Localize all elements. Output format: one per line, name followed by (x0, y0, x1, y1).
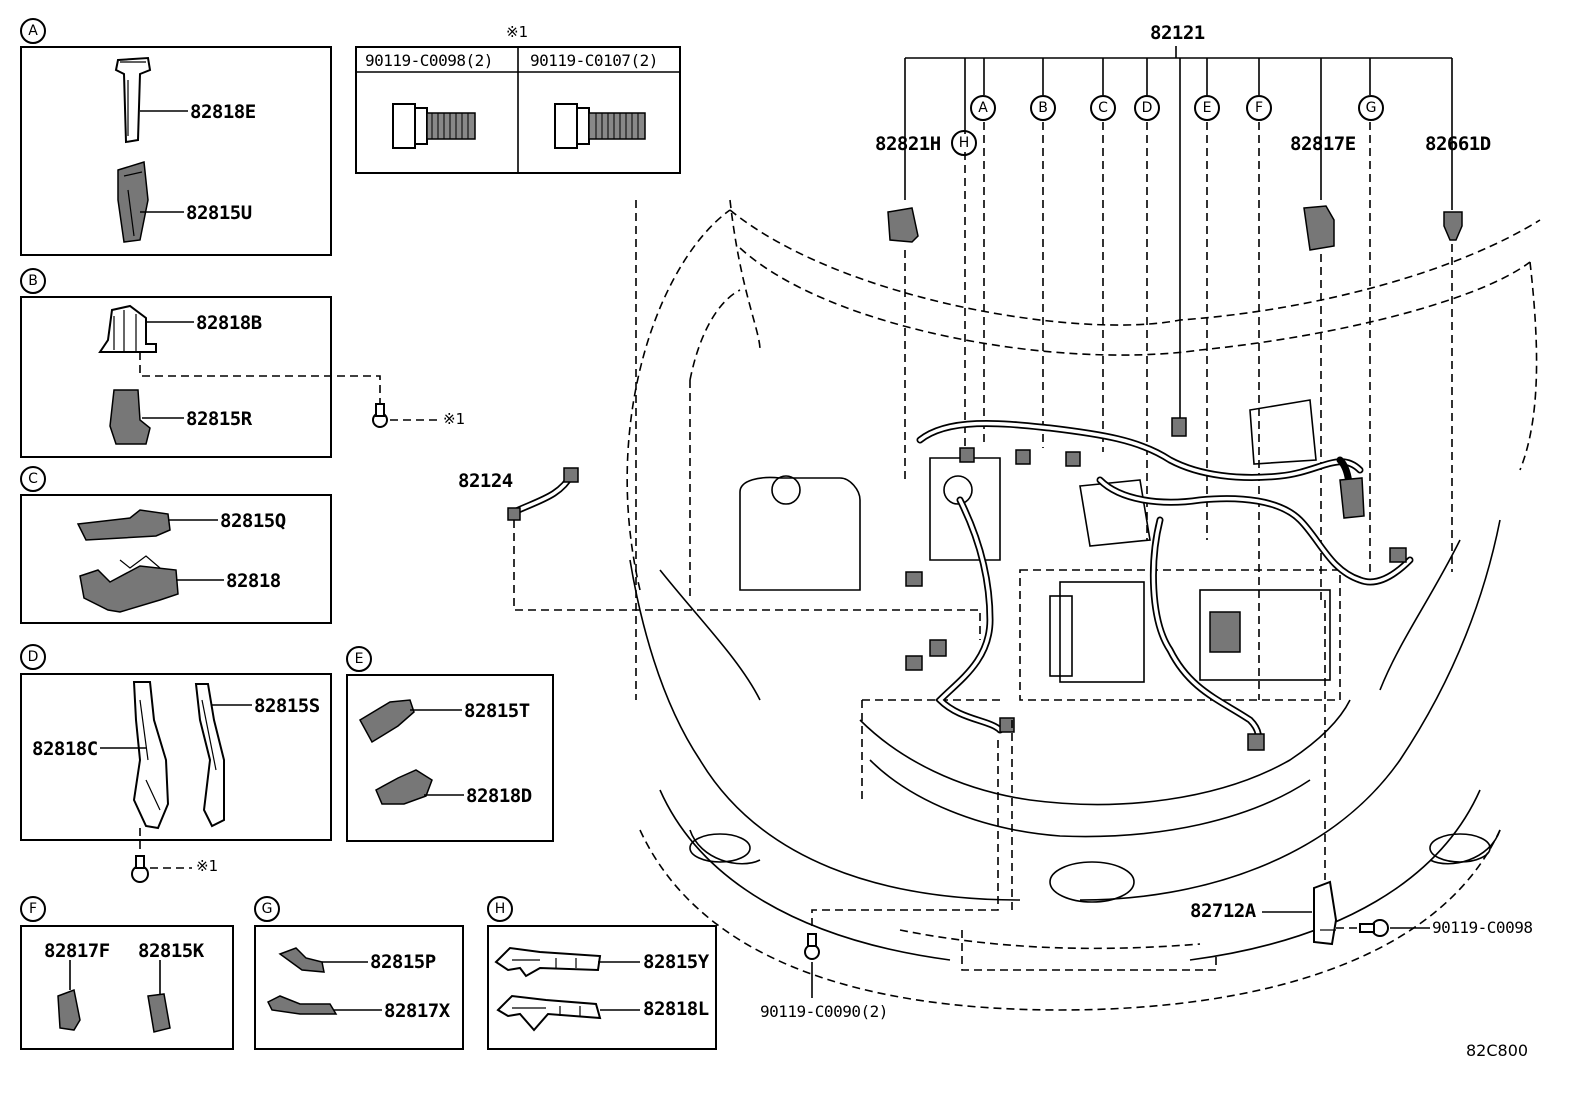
inset-g-marker: G (254, 896, 280, 922)
clamp-82815U-icon (117, 161, 149, 243)
main-marker-e: E (1194, 95, 1220, 121)
relay-82817E-icon (1303, 205, 1335, 251)
bolt-ref1-d-icon (131, 855, 149, 883)
label-82121: 82121 (1150, 22, 1205, 44)
inset-a (20, 46, 332, 256)
bracket-82712A-icon (1313, 880, 1338, 946)
clip-82817F-icon (57, 988, 81, 1031)
label-82815S: 82815S (254, 695, 320, 717)
main-marker-f: F (1246, 95, 1272, 121)
inset-b-marker: B (20, 268, 46, 294)
inset-d (20, 673, 332, 841)
label-82124: 82124 (458, 470, 513, 492)
clamp-82818D-icon (375, 769, 433, 805)
label-90119-C0090: 90119-C0090(2) (760, 1002, 888, 1021)
label-82815U: 82815U (186, 202, 252, 224)
label-82815K: 82815K (138, 940, 204, 962)
clamp-82818C-icon (132, 681, 170, 830)
inset-e-marker: E (346, 646, 372, 672)
main-marker-c: C (1090, 95, 1116, 121)
clamp-82817X-icon (266, 995, 338, 1015)
label-82815Y: 82815Y (643, 951, 709, 973)
label-82818L: 82818L (643, 998, 709, 1020)
clamp-82815T-icon (358, 699, 415, 744)
bolt-c0098-bracket-icon (1359, 919, 1389, 937)
bolt-c0098-icon (392, 103, 476, 149)
clamp-82815S-icon (194, 683, 225, 828)
label-90119-C0098: 90119-C0098 (1432, 918, 1533, 937)
inset-d-marker: D (20, 644, 46, 670)
label-82818B: 82818B (196, 312, 262, 334)
inset-f (20, 925, 234, 1050)
label-82712A: 82712A (1190, 900, 1256, 922)
clamp-82815P-icon (278, 947, 325, 973)
note-ref-1-b: ※1 (443, 410, 466, 428)
inset-h-marker: H (487, 896, 513, 922)
inset-c-marker: C (20, 466, 46, 492)
label-82815P: 82815P (370, 951, 436, 973)
label-82815Q: 82815Q (220, 510, 286, 532)
clamp-82815Q-icon (76, 509, 171, 541)
bolt-c0107-icon (554, 103, 646, 149)
label-82821H: 82821H (875, 133, 941, 155)
main-marker-h: H (951, 130, 977, 156)
bolt-table-col-2: 90119-C0107(2) (530, 51, 658, 70)
label-82817X: 82817X (384, 1000, 450, 1022)
inset-f-marker: F (20, 896, 46, 922)
clip-82815R-icon (109, 389, 151, 445)
bolt-ref1-b-icon (372, 403, 388, 428)
bracket-82818-icon (79, 555, 179, 613)
diagram-code: 82C800 (1466, 1041, 1529, 1060)
label-82815T: 82815T (464, 700, 530, 722)
inset-b (20, 296, 332, 458)
clamp-82818B-icon (98, 304, 157, 353)
label-82818D: 82818D (466, 785, 532, 807)
label-82817E: 82817E (1290, 133, 1356, 155)
bolt-table-col-1: 90119-C0098(2) (365, 51, 493, 70)
label-82818C: 82818C (32, 738, 98, 760)
label-82817F: 82817F (44, 940, 110, 962)
label-82815R: 82815R (186, 408, 252, 430)
bolt-c0090-icon (804, 933, 820, 960)
note-ref-1-d: ※1 (196, 857, 219, 875)
inset-h (487, 925, 717, 1050)
label-82818E: 82818E (190, 101, 256, 123)
clip-82661D-icon (1443, 211, 1463, 241)
clip-82815K-icon (147, 993, 171, 1033)
inset-c (20, 494, 332, 624)
connector-82821H-icon (887, 207, 919, 243)
clamp-82815Y-icon (494, 946, 602, 978)
clamp-82818L-icon (496, 994, 602, 1032)
main-marker-g: G (1358, 95, 1384, 121)
inset-e (346, 674, 554, 842)
inset-g (254, 925, 464, 1050)
bolt-table-ref: ※1 (506, 23, 529, 41)
inset-a-marker: A (20, 18, 46, 44)
main-marker-b: B (1030, 95, 1056, 121)
main-marker-d: D (1134, 95, 1160, 121)
clamp-82818E-icon (114, 56, 152, 144)
label-82661D: 82661D (1425, 133, 1491, 155)
main-marker-a: A (970, 95, 996, 121)
label-82818: 82818 (226, 570, 281, 592)
